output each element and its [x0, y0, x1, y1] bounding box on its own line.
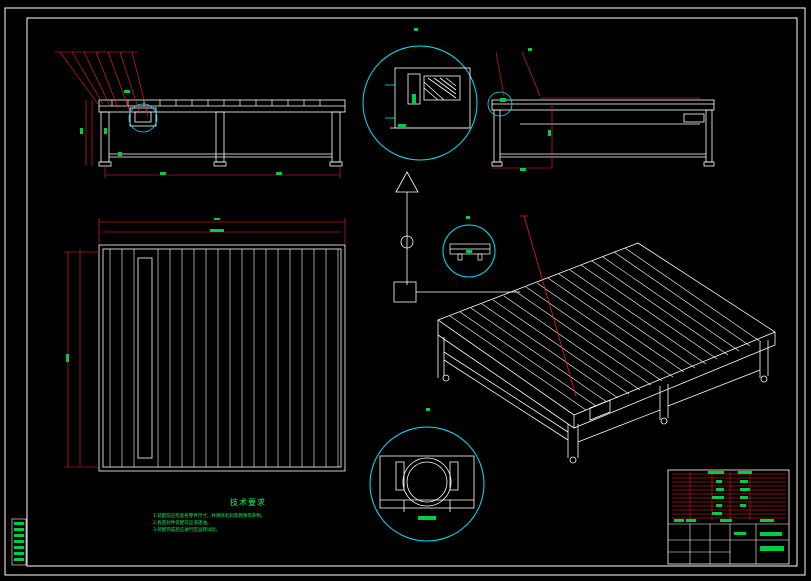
- isometric-view: [437, 242, 776, 464]
- side-view-dim-labels: [500, 48, 551, 171]
- top-view-dim-labels: [66, 218, 224, 362]
- detail-circle-small: [442, 224, 496, 278]
- drawing-inner-frame: [26, 17, 798, 567]
- detail-circle-top: [362, 45, 478, 161]
- detail-label-markers: [414, 28, 470, 411]
- left-stamp-block: [11, 518, 27, 566]
- side-view-dimensions: [492, 51, 700, 169]
- technical-notes: 技术要求 1.装配前应检查各零件尺寸，并清除毛刺及锈蚀等杂物。 2.各密封件装配…: [153, 497, 343, 534]
- technical-note-line: 2.各密封件装配前应浸透油。: [153, 521, 212, 526]
- front-view-dimensions: [55, 51, 341, 178]
- detail-circle-bottom: [369, 426, 485, 542]
- technical-notes-title: 技术要求: [230, 498, 266, 507]
- title-block: [667, 469, 790, 565]
- technical-note-line: 1.装配前应检查各零件尺寸，并清除毛刺及锈蚀等杂物。: [153, 514, 266, 519]
- front-view-detail-circle: [128, 103, 158, 133]
- top-view-dimensions: [64, 218, 346, 468]
- drawing-outer-frame: [4, 7, 806, 576]
- isometric-leader-lines: [520, 215, 577, 397]
- top-view: [98, 244, 346, 472]
- view-direction-arrow: [393, 171, 520, 303]
- technical-note-line: 3.装配完成后应进行空运转试验。: [153, 528, 221, 533]
- side-view-detail-circle: [487, 91, 513, 117]
- side-view: [491, 99, 715, 167]
- front-view-dim-labels: [80, 90, 282, 175]
- front-view: [98, 99, 346, 167]
